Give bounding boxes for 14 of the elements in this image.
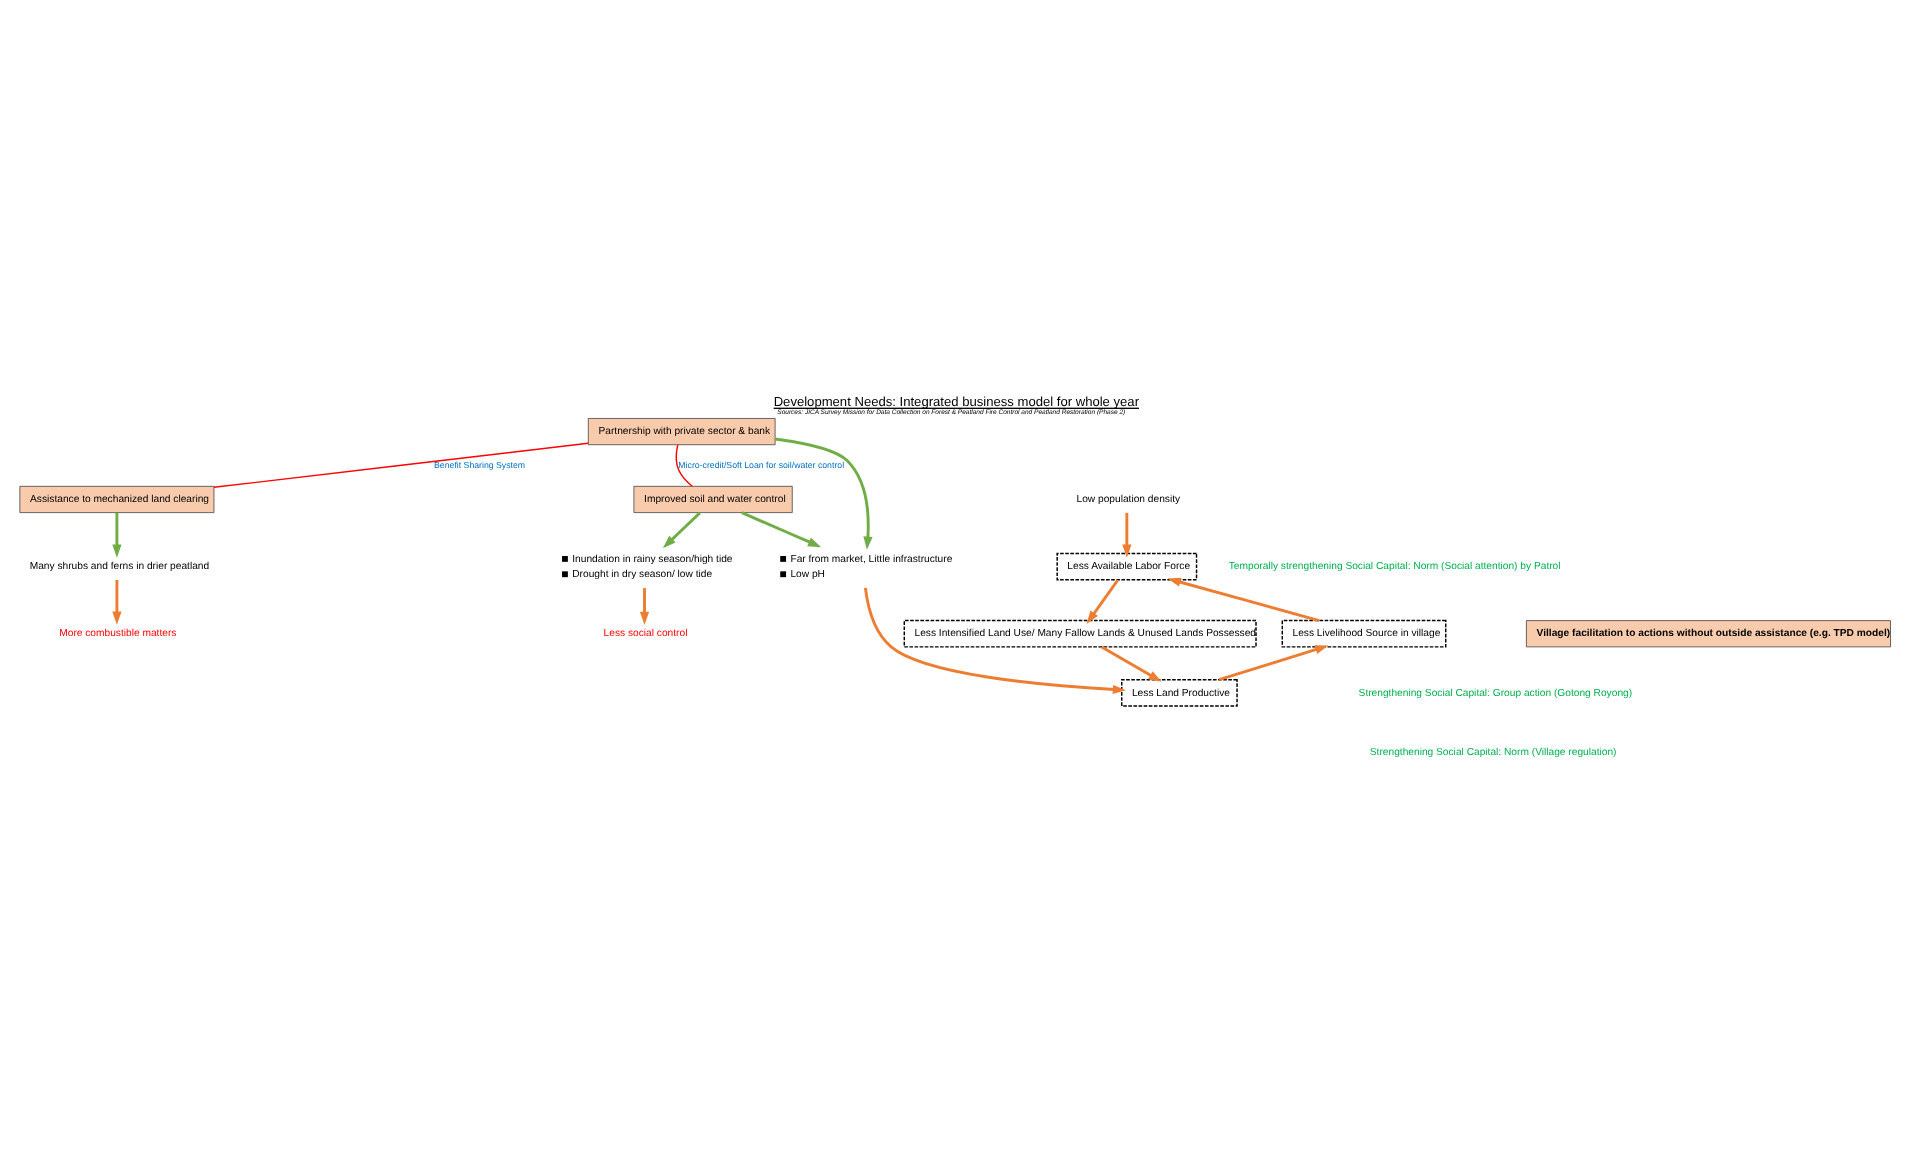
arrow <box>662 511 701 549</box>
arrow <box>1100 645 1162 682</box>
arrow <box>774 437 873 550</box>
arrow <box>1086 579 1120 624</box>
connector <box>213 442 589 489</box>
arrow <box>1167 577 1320 622</box>
arrow <box>1122 512 1132 558</box>
arrow <box>741 511 822 548</box>
arrow <box>112 580 122 625</box>
connector <box>675 444 693 488</box>
arrow <box>1218 645 1329 682</box>
arrow <box>863 587 1126 695</box>
arrow <box>639 588 650 625</box>
arrow <box>112 512 122 558</box>
